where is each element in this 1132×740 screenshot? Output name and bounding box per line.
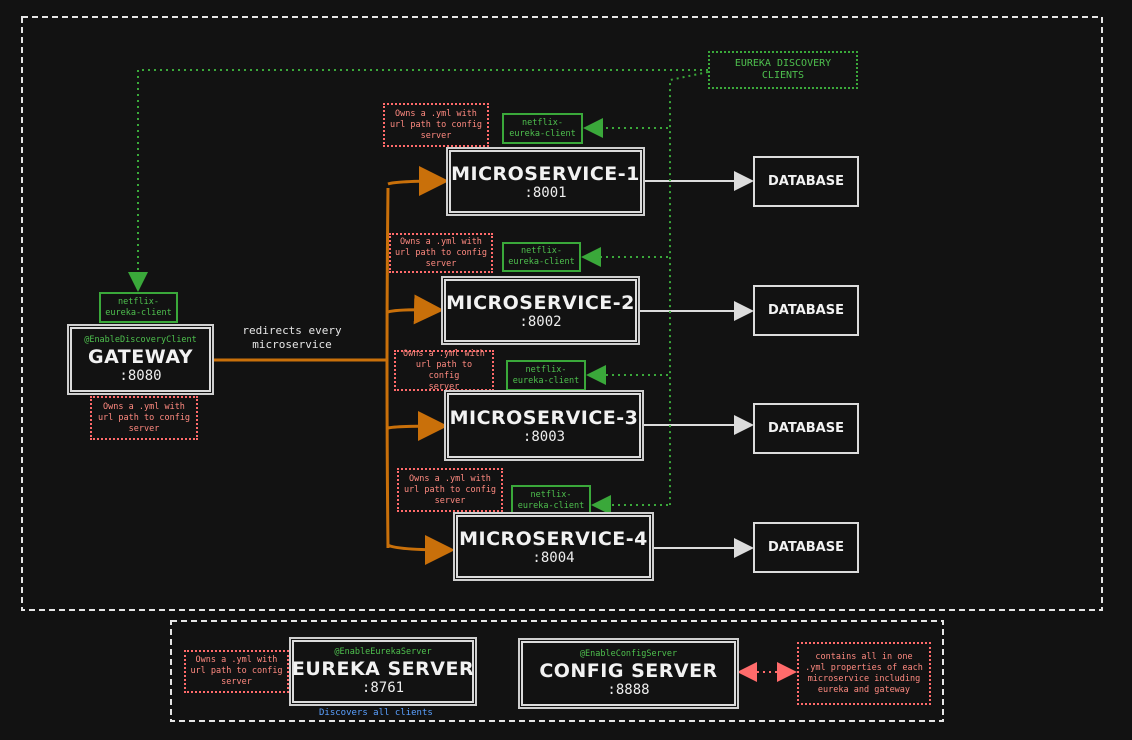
ms2-eureka-client: netflix- eureka-client [502, 242, 581, 272]
ms4-port: :8004 [532, 549, 575, 566]
config-server-title: CONFIG SERVER [539, 660, 718, 682]
eureka-vertical [669, 71, 709, 505]
gateway-node[interactable]: @EnableDiscoveryClient GATEWAY :8080 [70, 327, 211, 392]
gateway-annotation: @EnableDiscoveryClient [84, 335, 197, 345]
ms3-database[interactable]: DATABASE [753, 403, 859, 454]
redirect-label: redirects every microservice [242, 324, 342, 351]
ms2-note: Owns a .yml with url path to config serv… [389, 233, 493, 273]
ms1-port: :8001 [524, 184, 567, 201]
ms2-port: :8002 [519, 313, 562, 330]
ms2-database[interactable]: DATABASE [753, 285, 859, 336]
ms1-note: Owns a .yml with url path to config serv… [383, 103, 489, 147]
ms2-title: MICROSERVICE-2 [446, 291, 635, 314]
orange-branch-1 [387, 166, 449, 197]
servers-frame [170, 620, 944, 722]
microservice-4-node[interactable]: MICROSERVICE-4 :8004 [456, 515, 651, 578]
ms1-eureka-client: netflix- eureka-client [502, 113, 583, 144]
eureka-server-annotation: @EnableEurekaServer [334, 647, 432, 657]
ms4-note: Owns a .yml with url path to config serv… [397, 468, 503, 512]
microservice-2-node[interactable]: MICROSERVICE-2 :8002 [444, 279, 637, 342]
microservice-1-node[interactable]: MICROSERVICE-1 :8001 [449, 150, 642, 213]
eureka-server-note: Owns a .yml with url path to config serv… [184, 650, 289, 693]
eureka-server-port: :8761 [361, 680, 405, 696]
ms3-port: :8003 [522, 428, 566, 445]
ms4-eureka-client: netflix- eureka-client [511, 485, 591, 517]
eureka-server-node[interactable]: @EnableEurekaServer EUREKA SERVER :8761 [292, 640, 474, 703]
eureka-server-caption: Discovers all clients [319, 708, 433, 718]
eureka-discovery-clients-label: EUREKA DISCOVERY CLIENTS [708, 51, 858, 89]
eureka-server-title: EUREKA SERVER [291, 658, 475, 680]
microservice-3-node[interactable]: MICROSERVICE-3 :8003 [447, 393, 641, 458]
ms3-note: Owns a .yml with url path to config serv… [394, 349, 494, 392]
ms4-title: MICROSERVICE-4 [459, 527, 648, 550]
config-server-node[interactable]: @EnableConfigServer CONFIG SERVER :8888 [521, 641, 736, 706]
ms1-title: MICROSERVICE-1 [451, 162, 640, 185]
config-server-port: :8888 [607, 682, 650, 698]
ms3-title: MICROSERVICE-3 [449, 406, 639, 429]
orange-vertical [385, 187, 390, 549]
orange-branch-2 [387, 294, 444, 325]
gateway-port: :8080 [119, 368, 162, 384]
gateway-title: GATEWAY [87, 346, 193, 368]
gateway-eureka-client: netflix- eureka-client [99, 292, 178, 323]
gateway-note: Owns a .yml with url path to config serv… [90, 396, 198, 440]
orange-branch-4 [387, 534, 455, 565]
main-frame [21, 16, 1103, 611]
orange-branch-3 [387, 411, 448, 442]
config-server-annotation: @EnableConfigServer [579, 649, 678, 659]
ms4-database[interactable]: DATABASE [753, 522, 859, 573]
ms3-eureka-client: netflix- eureka-client [506, 360, 586, 391]
ms1-database[interactable]: DATABASE [753, 156, 859, 207]
eureka-top-line [128, 69, 708, 292]
config-server-note: contains all in one .yml properties of e… [797, 642, 931, 705]
